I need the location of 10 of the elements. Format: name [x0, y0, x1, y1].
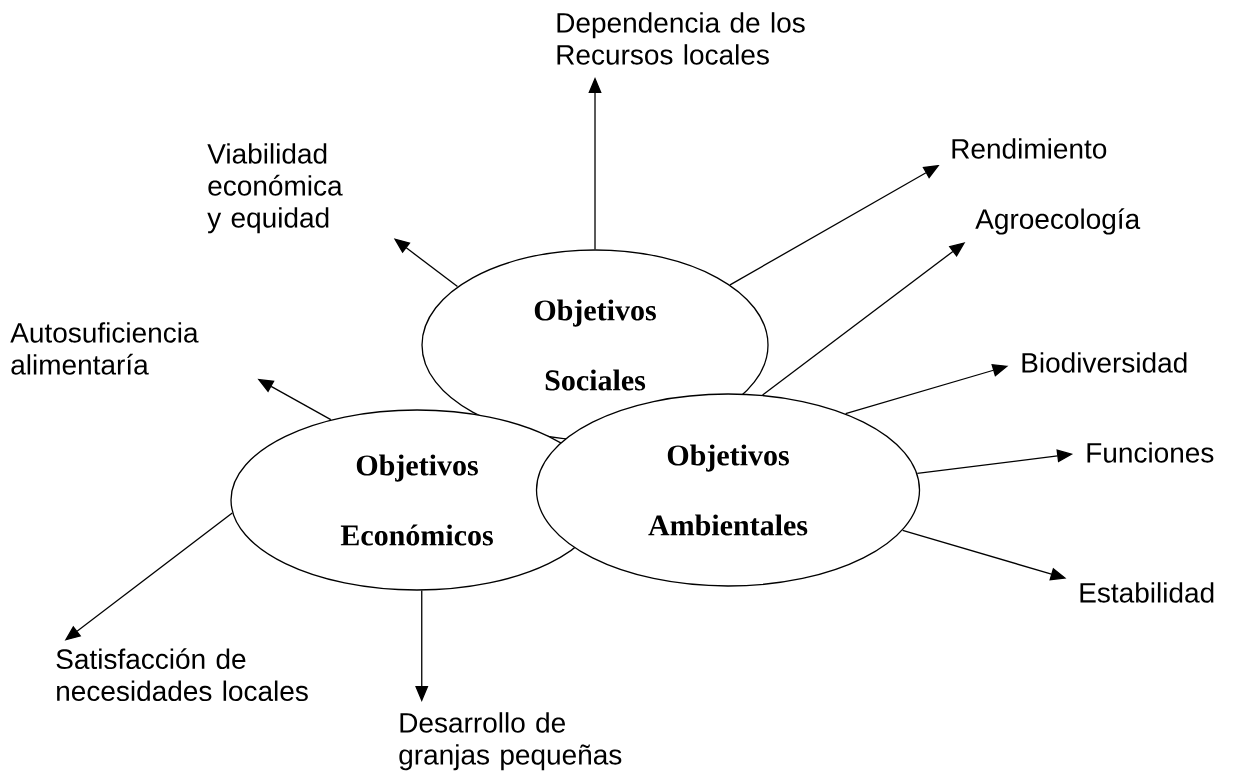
label-text: Estabilidad: [1080, 582, 1214, 603]
label-text: Satisfacción de necesidades locales: [56, 648, 308, 702]
label-text: Funciones: [1087, 442, 1214, 463]
label-text: Autosuficiencia alimentaría: [10, 322, 199, 375]
label-text: Viabilidad económica y equidad: [207, 143, 343, 234]
label-text: Biodiversidad: [1022, 352, 1187, 373]
label-text: Agroecología: [975, 208, 1141, 235]
label-text: Dependencia de los Recursos locales: [557, 12, 805, 65]
label-text: Desarrollo de granjas pequeñas: [399, 712, 622, 771]
label-text: Rendimiento: [952, 138, 1107, 159]
